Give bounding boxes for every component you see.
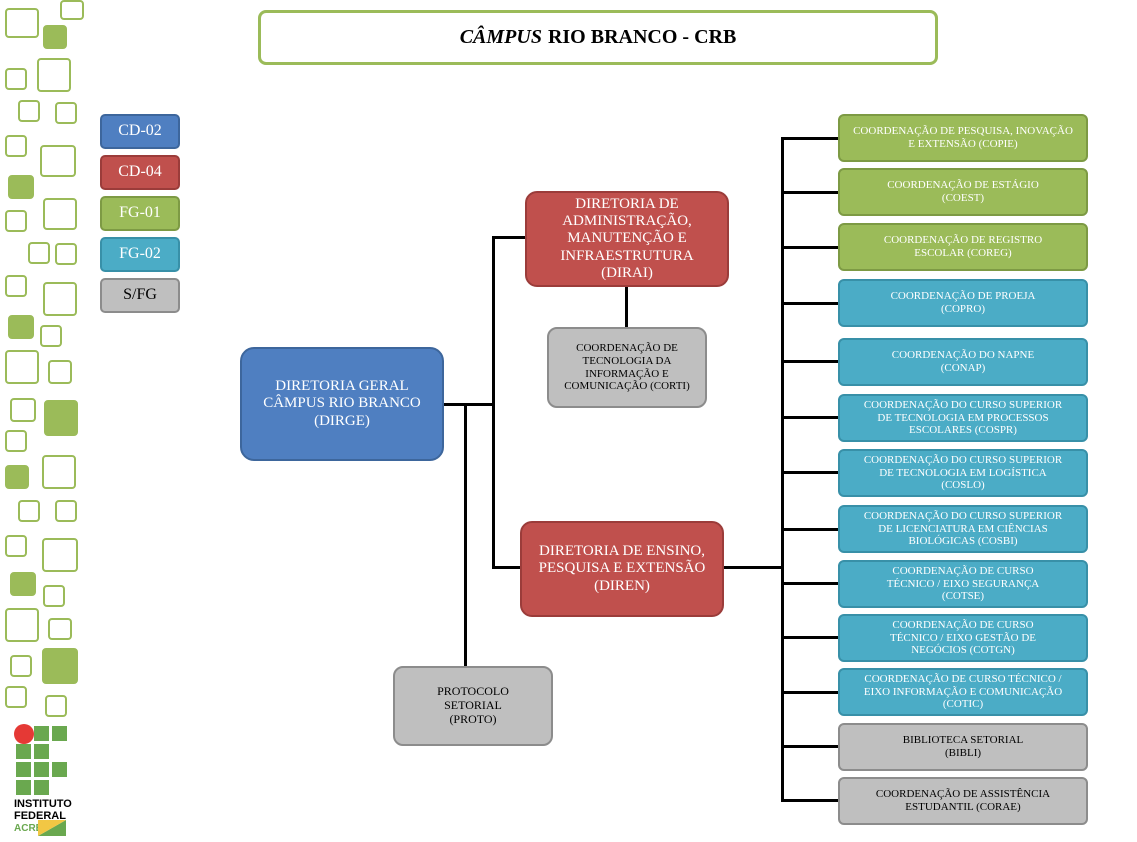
coord-coslo: COORDENAÇÃO DO CURSO SUPERIOR DE TECNOLO… <box>838 449 1088 497</box>
title-rest: RIO BRANCO - CRB <box>547 26 737 48</box>
node-dirai: DIRETORIA DE ADMINISTRAÇÃO, MANUTENÇÃO E… <box>525 191 729 287</box>
coord-cospr: COORDENAÇÃO DO CURSO SUPERIOR DE TECNOLO… <box>838 394 1088 442</box>
coord-conap: COORDENAÇÃO DO NAPNE (CONAP) <box>838 338 1088 386</box>
coord-coreg: COORDENAÇÃO DE REGISTRO ESCOLAR (COREG) <box>838 223 1088 271</box>
legend-sfg: S/FG <box>100 278 180 313</box>
coord-corae: COORDENAÇÃO DE ASSISTÊNCIA ESTUDANTIL (C… <box>838 777 1088 825</box>
logo-line-3: ACRE <box>14 823 43 834</box>
legend-fg01: FG-01 <box>100 196 180 231</box>
coord-bibli: BIBLIOTECA SETORIAL (BIBLI) <box>838 723 1088 771</box>
page-title: CÂMPUS RIO BRANCO - CRB <box>258 10 938 65</box>
logo-line-2: FEDERAL <box>14 810 66 822</box>
coord-cotse: COORDENAÇÃO DE CURSO TÉCNICO / EIXO SEGU… <box>838 560 1088 608</box>
node-diren: DIRETORIA DE ENSINO, PESQUISA E EXTENSÃO… <box>520 521 724 617</box>
node-corti: COORDENAÇÃO DE TECNOLOGIA DA INFORMAÇÃO … <box>547 327 707 408</box>
node-proto: PROTOCOLO SETORIAL (PROTO) <box>393 666 553 746</box>
coord-cotic: COORDENAÇÃO DE CURSO TÉCNICO / EIXO INFO… <box>838 668 1088 716</box>
coord-copie: COORDENAÇÃO DE PESQUISA, INOVAÇÃO E EXTE… <box>838 114 1088 162</box>
node-dirge: DIRETORIA GERAL CÂMPUS RIO BRANCO (DIRGE… <box>240 347 444 461</box>
logo-line-1: INSTITUTO <box>14 798 72 810</box>
coord-copro: COORDENAÇÃO DE PROEJA (COPRO) <box>838 279 1088 327</box>
coord-cosbi: COORDENAÇÃO DO CURSO SUPERIOR DE LICENCI… <box>838 505 1088 553</box>
acre-flag-icon <box>38 820 66 836</box>
title-italic: CÂMPUS <box>459 26 542 48</box>
legend-fg02: FG-02 <box>100 237 180 272</box>
coord-cotgn: COORDENAÇÃO DE CURSO TÉCNICO / EIXO GEST… <box>838 614 1088 662</box>
coord-coest: COORDENAÇÃO DE ESTÁGIO (COEST) <box>838 168 1088 216</box>
legend-cd02: CD-02 <box>100 114 180 149</box>
legend-cd04: CD-04 <box>100 155 180 190</box>
